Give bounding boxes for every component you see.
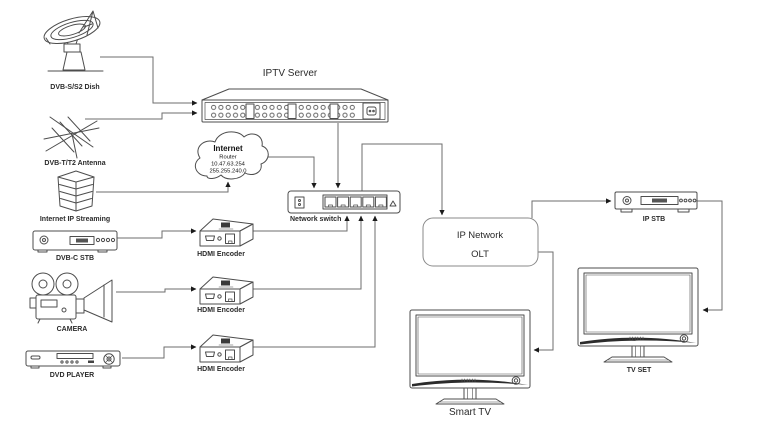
camera-icon bbox=[29, 272, 113, 324]
connector-ipstb-to-tvset bbox=[697, 200, 723, 313]
cloud-mask: 255.255.240.0 bbox=[209, 169, 246, 175]
cloud-device: Router bbox=[219, 155, 236, 161]
cloud-ip: 10.47.63.254 bbox=[211, 162, 246, 168]
olt-box: IP Network OLT bbox=[422, 217, 539, 267]
satellite-dish-icon bbox=[43, 10, 104, 72]
tv-set-icon bbox=[577, 267, 699, 363]
connector-cloud-to-switch bbox=[263, 156, 317, 189]
ip-stb-icon bbox=[614, 191, 698, 213]
hdmi-encoder-1-label: HDMI Encoder bbox=[197, 251, 245, 258]
connector-camera-to-encoder2 bbox=[116, 286, 197, 293]
connector-olt-to-ipstb bbox=[531, 198, 612, 218]
connector-antenna-to-server bbox=[85, 110, 198, 120]
connector-olt-to-smarttv bbox=[533, 251, 554, 353]
ip-stb-label: IP STB bbox=[643, 216, 665, 223]
hdmi-encoder-3-icon bbox=[199, 334, 254, 363]
iptv-server-label: IPTV Server bbox=[263, 68, 318, 79]
dish-label: DVB-S/S2 Dish bbox=[50, 84, 99, 91]
network-switch-label: Network switch bbox=[290, 216, 341, 223]
streaming-label: Internet IP Streaming bbox=[40, 216, 110, 223]
network-switch-icon bbox=[287, 190, 401, 214]
tv-set-label: TV SET bbox=[627, 367, 652, 374]
olt-line1: IP Network bbox=[457, 230, 504, 241]
camera-label: CAMERA bbox=[57, 326, 88, 333]
connector-dvd-to-encoder3 bbox=[122, 344, 197, 359]
hdmi-encoder-2-icon bbox=[199, 276, 254, 305]
connector-encoder2-to-switch bbox=[253, 215, 364, 290]
hdmi-encoder-1-icon bbox=[199, 218, 254, 247]
internet-cloud-icon: Internet Router 10.47.63.254 255.255.240… bbox=[194, 131, 269, 180]
hdmi-encoder-3-label: HDMI Encoder bbox=[197, 366, 245, 373]
connector-dish-to-server bbox=[100, 56, 198, 106]
connector-encoder3-to-switch bbox=[253, 215, 378, 348]
iptv-server-icon bbox=[201, 88, 389, 123]
smart-tv-label: Smart TV bbox=[449, 407, 491, 418]
hdmi-encoder-2-label: HDMI Encoder bbox=[197, 307, 245, 314]
connector-stb-to-encoder1 bbox=[117, 228, 197, 239]
connector-streaming-to-cloud bbox=[96, 181, 231, 193]
dvd-player-icon bbox=[25, 350, 121, 369]
antenna-label: DVB-T/T2 Antenna bbox=[44, 160, 105, 167]
connectors bbox=[85, 56, 723, 359]
streaming-server-icon bbox=[57, 170, 95, 212]
dvbc-stb-icon bbox=[32, 230, 118, 253]
cloud-title: Internet bbox=[213, 144, 243, 153]
smart-tv-icon bbox=[409, 309, 531, 405]
antenna-icon bbox=[43, 116, 100, 159]
dvbc-stb-label: DVB-C STB bbox=[56, 255, 94, 262]
dvd-player-label: DVD PLAYER bbox=[50, 372, 94, 379]
olt-line2: OLT bbox=[471, 249, 489, 260]
connector-encoder1-to-switch bbox=[253, 215, 350, 232]
connector-switch-to-olt bbox=[361, 143, 445, 216]
